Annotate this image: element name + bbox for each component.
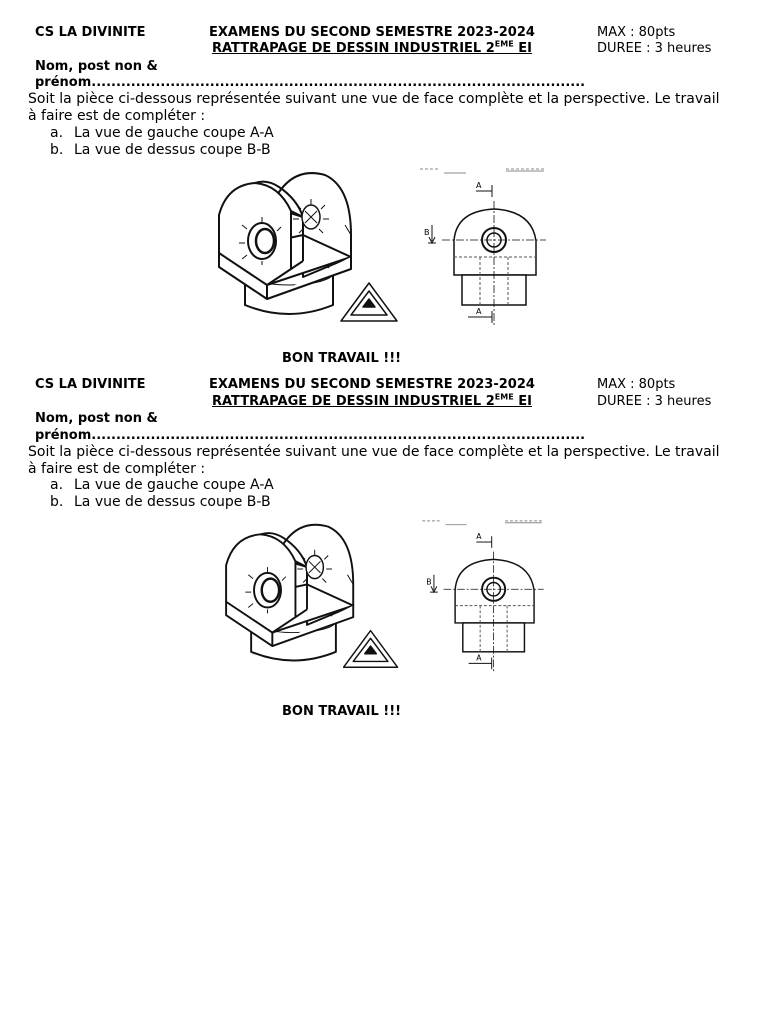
instruction-line-2: à faire est de compléter : [28, 108, 206, 124]
subject-title: RATTRAPAGE DE DESSIN INDUSTRIEL 2EME EI [212, 392, 532, 409]
exam-title: EXAMENS DU SECOND SEMESTRE 2023-2024 [209, 377, 535, 392]
perspective-drawing [225, 523, 399, 668]
front-view-drawing: A B A [420, 168, 546, 325]
school-name: CS LA DIVINITE [35, 25, 146, 40]
section-label-a-top: A [476, 532, 482, 541]
max-points: MAX : 80pts [597, 377, 676, 392]
exam-title: EXAMENS DU SECOND SEMESTRE 2023-2024 [209, 25, 535, 40]
section-label-b: B [424, 228, 430, 237]
name-label: Nom, post non & [35, 59, 158, 74]
name-field-line: prénom..................................… [35, 75, 586, 90]
subject-title: RATTRAPAGE DE DESSIN INDUSTRIEL 2EME EI [212, 39, 532, 56]
task-item-a: a.La vue de gauche coupe A-A [50, 477, 274, 493]
front-view-drawing: A B A [422, 520, 544, 672]
section-label-a-bottom: A [476, 307, 482, 316]
school-name: CS LA DIVINITE [35, 377, 146, 392]
duration: DUREE : 3 heures [597, 41, 712, 56]
task-item-a: a.La vue de gauche coupe A-A [50, 125, 274, 141]
instruction-line-2: à faire est de compléter : [28, 461, 206, 477]
name-label: Nom, post non & [35, 411, 158, 426]
penrose-triangle-logo [340, 282, 398, 322]
instruction-line-1: Soit la pièce ci-dessous représentée sui… [28, 91, 720, 107]
task-item-b: b.La vue de dessus coupe B-B [50, 494, 271, 510]
closing-message: BON TRAVAIL !!! [282, 351, 402, 366]
task-item-b: b.La vue de dessus coupe B-B [50, 142, 271, 158]
perspective-drawing [218, 172, 398, 322]
section-label-a-top: A [476, 181, 482, 190]
closing-message: BON TRAVAIL !!! [282, 704, 402, 719]
instruction-line-1: Soit la pièce ci-dessous représentée sui… [28, 444, 720, 460]
max-points: MAX : 80pts [597, 25, 676, 40]
name-field-line: prénom..................................… [35, 428, 586, 443]
section-label-a-bottom: A [476, 653, 482, 662]
section-label-b: B [426, 577, 431, 586]
penrose-triangle-logo [342, 629, 399, 668]
duration: DUREE : 3 heures [597, 394, 712, 409]
